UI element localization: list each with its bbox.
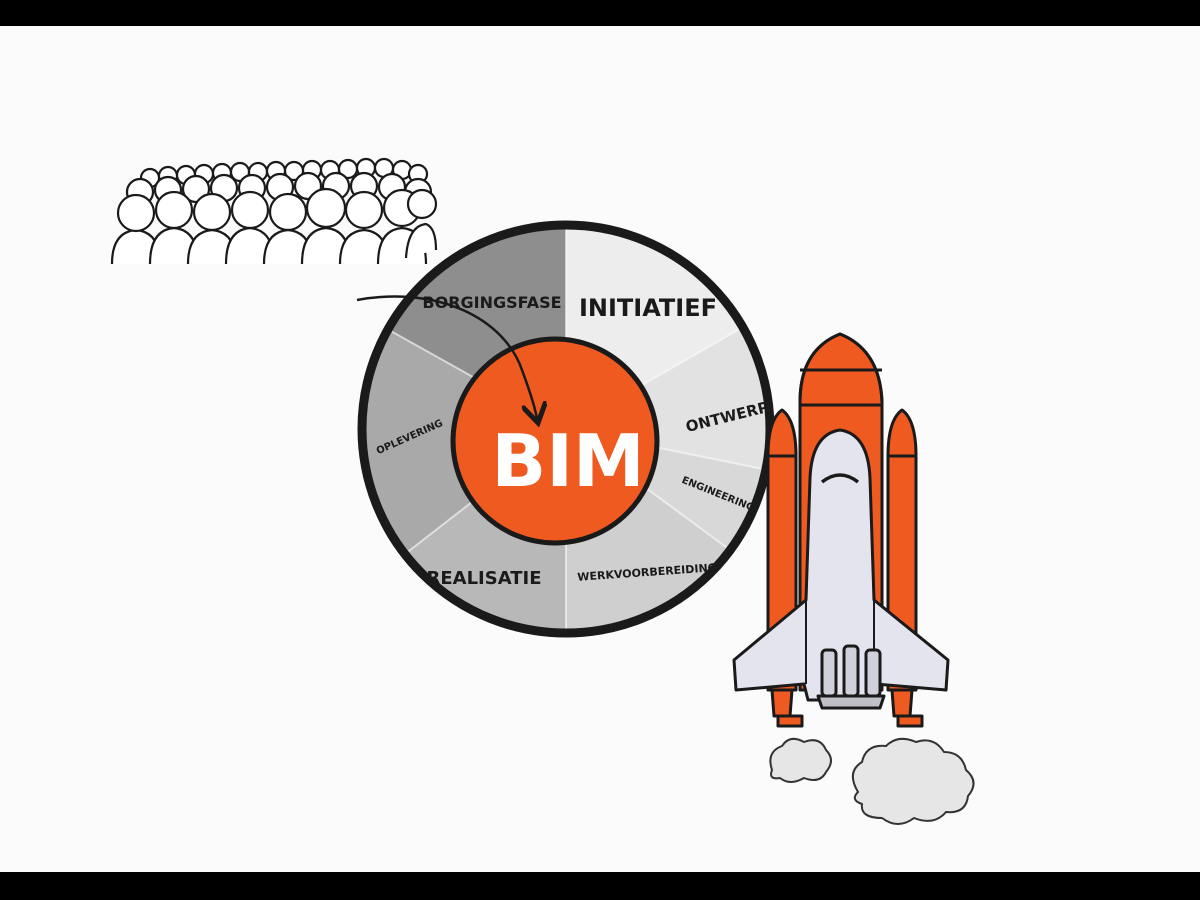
- curved-arrow: [356, 295, 537, 418]
- bim-center-label: BIM: [491, 419, 644, 503]
- smoke-clouds: [769, 737, 975, 825]
- whiteboard-canvas: BIM BORGINGSFASE INITIATIEF ONTWERP ENGI…: [0, 26, 1200, 872]
- bim-center-circle: [450, 336, 660, 546]
- rocket-illustration: [732, 332, 975, 825]
- crowd-illustration: [110, 157, 438, 265]
- phase-label-realisatie: REALISATIE: [426, 568, 541, 589]
- lifecycle-wheel: BIM BORGINGSFASE INITIATIEF ONTWERP ENGI…: [356, 220, 775, 638]
- phase-label-initiatief: INITIATIEF: [579, 294, 717, 322]
- illustration-svg: BIM BORGINGSFASE INITIATIEF ONTWERP ENGI…: [110, 157, 975, 825]
